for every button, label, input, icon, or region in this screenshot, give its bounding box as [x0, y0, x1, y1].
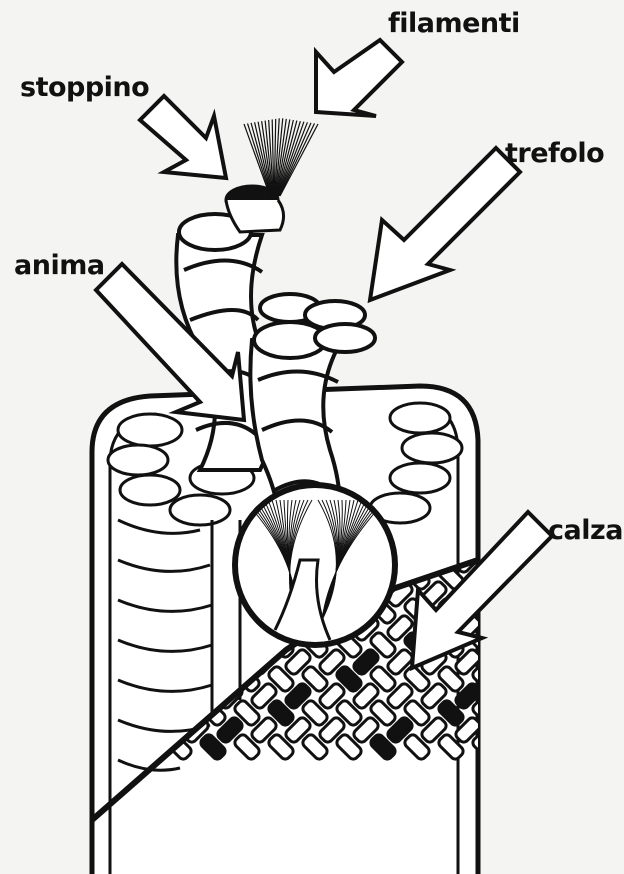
weave-cell [488, 648, 516, 676]
arrow-stoppino [140, 96, 226, 178]
weave-cell [488, 614, 516, 642]
label-filamenti: filamenti [388, 8, 520, 39]
weave-cell [63, 631, 91, 659]
weave-cell [505, 631, 533, 659]
label-anima: anima [14, 250, 105, 281]
weave-cell [505, 699, 533, 727]
label-calza: calza [548, 515, 623, 546]
weave-cell [505, 597, 533, 625]
label-trefolo: trefolo [505, 138, 604, 169]
weave-cell [63, 665, 91, 693]
arrow-filamenti [316, 40, 402, 116]
weave-cell [505, 733, 533, 761]
weave-cell [46, 716, 74, 744]
weave-cell [46, 614, 74, 642]
weave-cell [46, 580, 74, 608]
weave-cell [63, 597, 91, 625]
weave-cell [488, 716, 516, 744]
weave-cell [63, 733, 91, 761]
magnifier-circle [235, 485, 395, 645]
label-stoppino: stoppino [20, 72, 149, 103]
weave-cell [46, 648, 74, 676]
filaments-brush [244, 118, 318, 196]
weave-cell [46, 546, 74, 574]
weave-cell [46, 682, 74, 710]
arrow-trefolo [370, 148, 520, 300]
weave-cell [63, 699, 91, 727]
weave-cell [488, 682, 516, 710]
weave-cell [63, 563, 91, 591]
weave-cell [505, 665, 533, 693]
